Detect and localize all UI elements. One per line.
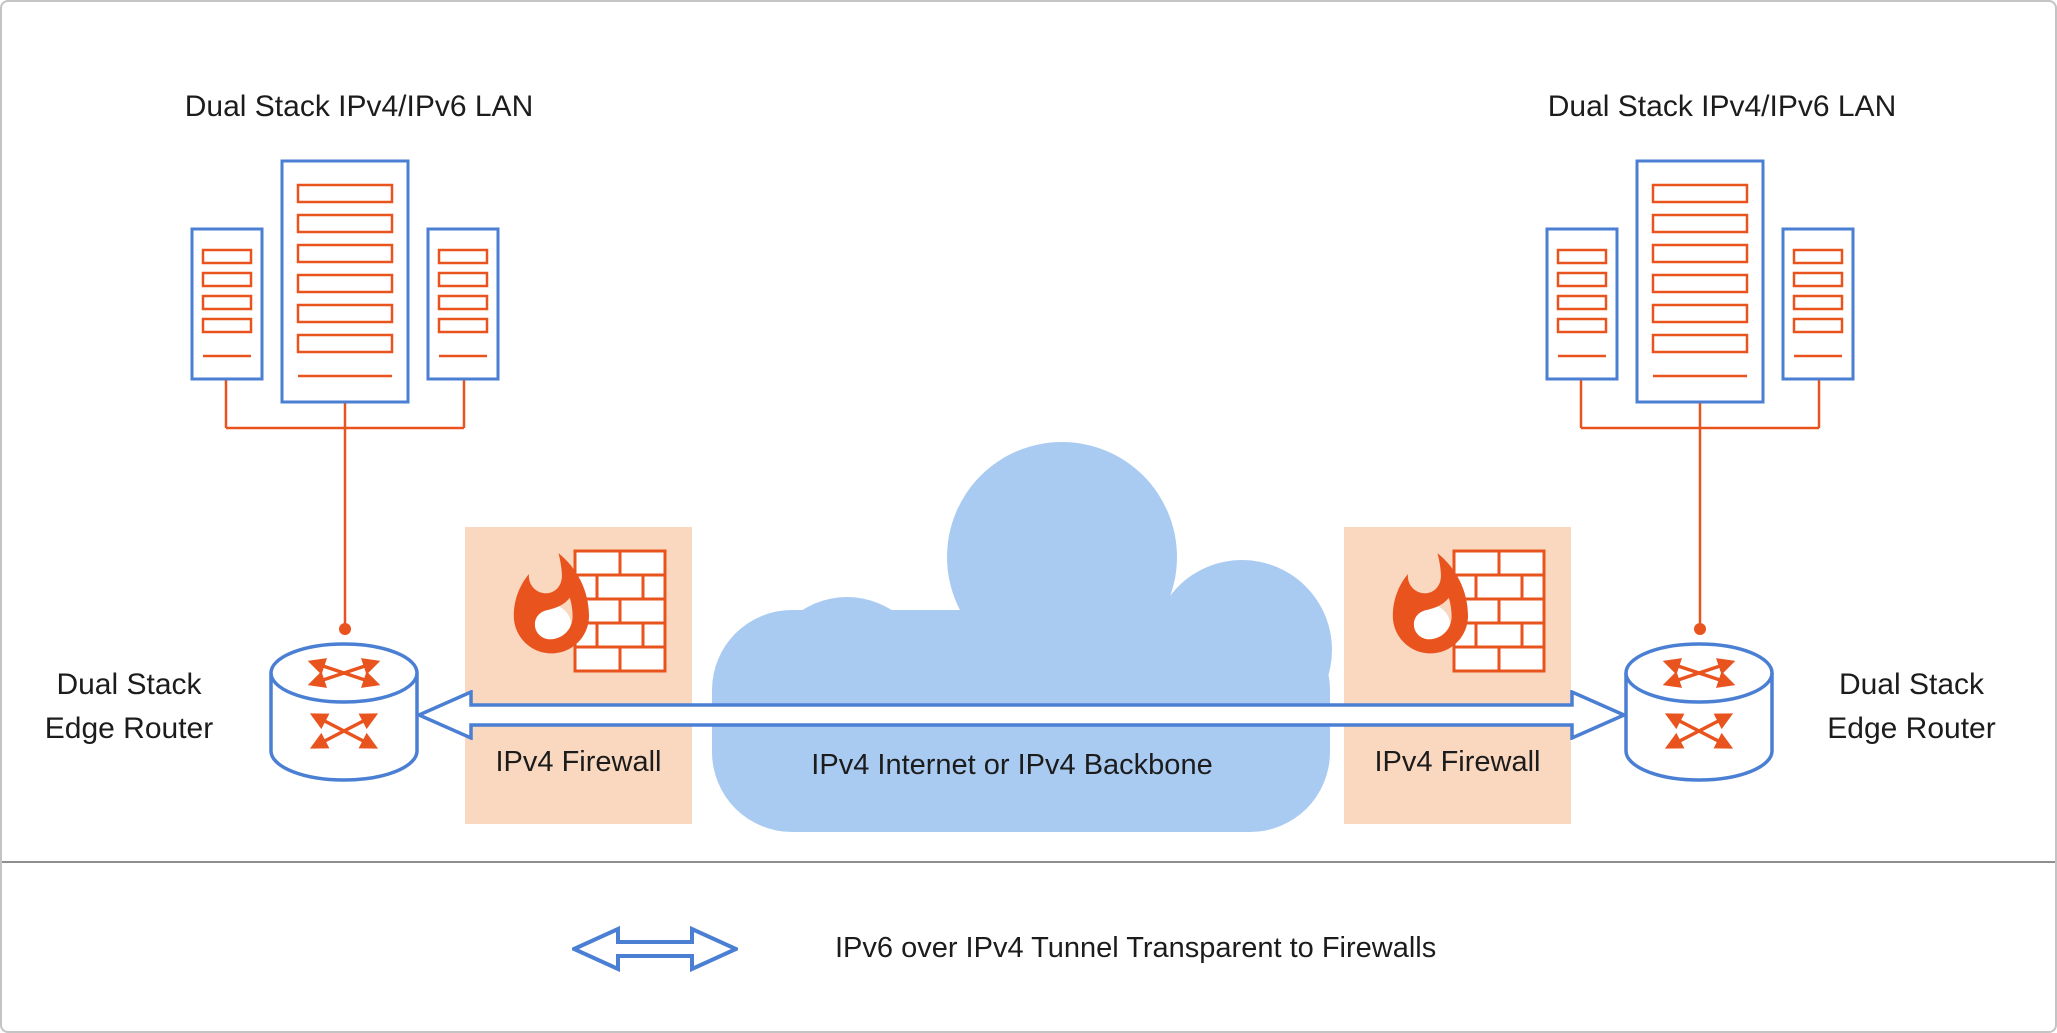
brick-wall-icon bbox=[1452, 549, 1546, 673]
firewall-icon bbox=[1392, 549, 1546, 673]
firewall-label: IPv4 Firewall bbox=[495, 746, 662, 778]
lan-connector-lines bbox=[224, 379, 466, 625]
router-label-right: Dual Stack Edge Router bbox=[1794, 663, 2029, 751]
firewall-left: IPv4 Firewall bbox=[465, 527, 692, 824]
divider-line bbox=[2, 861, 2055, 863]
lan-server-group-right bbox=[1545, 159, 1855, 635]
lan-server-group-left bbox=[190, 159, 500, 635]
firewall-right: IPv4 Firewall bbox=[1344, 527, 1571, 824]
firewall-icon bbox=[513, 549, 667, 673]
lan-label-left: Dual Stack IPv4/IPv6 LAN bbox=[184, 90, 534, 123]
server-icon bbox=[1781, 227, 1855, 381]
router-label-left: Dual Stack Edge Router bbox=[20, 663, 238, 751]
server-icon bbox=[190, 227, 264, 381]
server-icon bbox=[280, 159, 410, 404]
flame-icon bbox=[1392, 553, 1468, 654]
server-icon bbox=[1635, 159, 1765, 404]
connector-endpoint-dot bbox=[1694, 623, 1706, 635]
router-label-line: Dual Stack bbox=[56, 668, 202, 701]
router-arrows bbox=[1662, 658, 1736, 749]
cloud-label: IPv4 Internet or IPv4 Backbone bbox=[811, 749, 1213, 781]
edge-router-icon-right bbox=[1624, 642, 1774, 782]
lan-label-right: Dual Stack IPv4/IPv6 LAN bbox=[1547, 90, 1897, 123]
firewall-label: IPv4 Firewall bbox=[1374, 746, 1541, 778]
router-label-line: Dual Stack bbox=[1838, 668, 1985, 701]
router-label-line: Edge Router bbox=[44, 712, 214, 745]
tunnel-arrow bbox=[417, 690, 1627, 740]
edge-router-icon-left bbox=[269, 642, 419, 782]
lan-connector-lines bbox=[1579, 379, 1821, 625]
router-arrows bbox=[307, 658, 381, 749]
legend-arrow-icon bbox=[572, 926, 738, 972]
connector-endpoint-dot bbox=[339, 623, 351, 635]
brick-wall-icon bbox=[573, 549, 667, 673]
server-icon bbox=[426, 227, 500, 381]
legend-label: IPv6 over IPv4 Tunnel Transparent to Fir… bbox=[835, 932, 1437, 964]
server-icon bbox=[1545, 227, 1619, 381]
flame-icon bbox=[513, 553, 589, 654]
router-label-line: Edge Router bbox=[1827, 712, 1996, 745]
